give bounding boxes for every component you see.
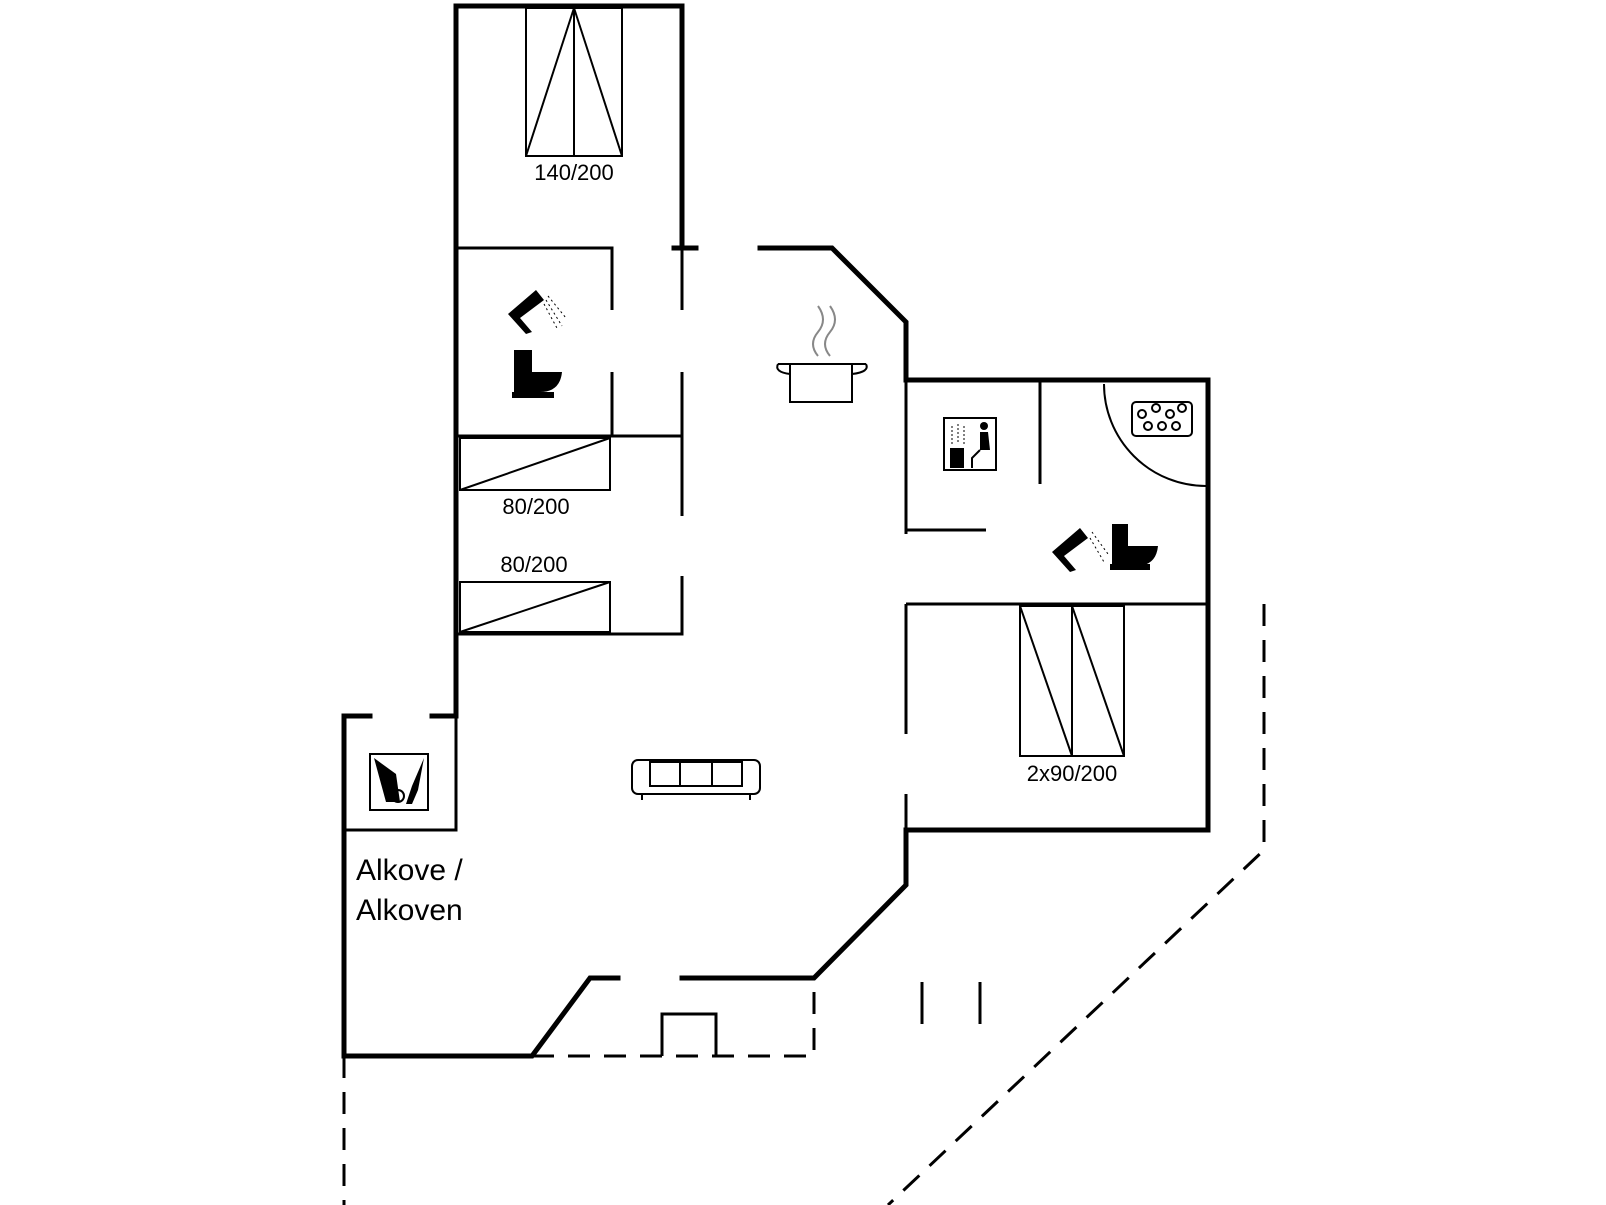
shower-icon xyxy=(508,290,567,334)
sauna-icon xyxy=(943,417,997,471)
terrace-outline xyxy=(342,604,1266,1205)
bed-single-1 xyxy=(459,437,611,491)
room-label-alcove-2: Alkoven xyxy=(356,894,463,927)
washing-machine-icon xyxy=(369,753,429,811)
bed-master xyxy=(525,7,623,157)
whirlpool-icon xyxy=(1103,383,1207,487)
walls xyxy=(341,3,1211,1059)
entrance-step xyxy=(660,1012,718,1056)
bed-label-master: 140/200 xyxy=(534,160,614,185)
bed-twin xyxy=(1019,605,1125,757)
toilet-icon xyxy=(512,350,562,398)
sofa-icon xyxy=(631,759,761,800)
room-label-alcove-1: Alkove / xyxy=(356,854,463,887)
shower-icon xyxy=(1052,528,1109,572)
bed-label-single-1: 80/200 xyxy=(502,494,569,519)
cooking-pot-icon xyxy=(776,305,868,403)
bed-single-2 xyxy=(459,581,611,633)
bed-label-single-2: 80/200 xyxy=(500,552,567,577)
bed-label-twin: 2x90/200 xyxy=(1027,761,1118,786)
toilet-icon xyxy=(1110,524,1158,570)
